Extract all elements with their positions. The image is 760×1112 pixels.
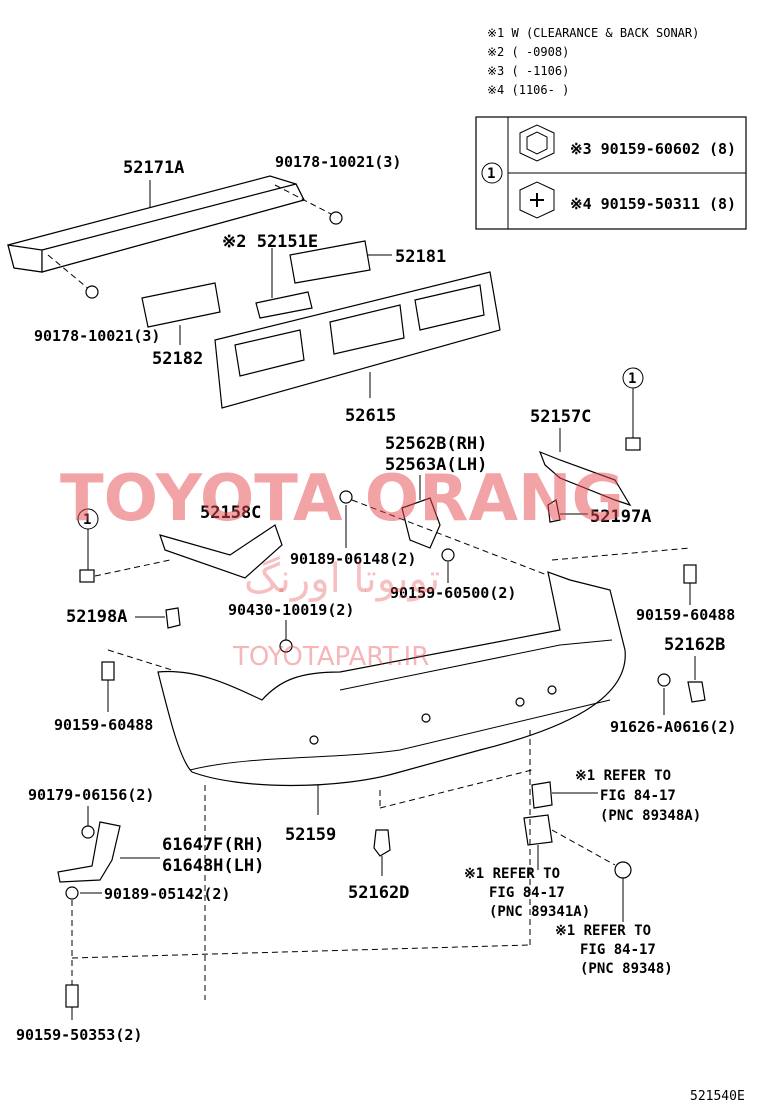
svg-text:(PNC 89341A): (PNC 89341A) xyxy=(489,904,590,920)
svg-text:(PNC 89348A): (PNC 89348A) xyxy=(600,808,701,824)
label-90159-60488-l: 90159-60488 xyxy=(54,716,153,734)
svg-text:※1 REFER TO: ※1 REFER TO xyxy=(464,866,560,882)
label-90159-60500: 90159-60500(2) xyxy=(390,584,516,602)
screw-91626 xyxy=(657,673,671,687)
clip-52197A xyxy=(547,499,561,523)
energy-absorber xyxy=(214,271,501,409)
legend-circle-label: 1 xyxy=(487,166,495,182)
spacer-52151E xyxy=(255,291,313,319)
watermark-site: TOYOTAPART.IR xyxy=(232,642,429,672)
retainer-52158C xyxy=(159,524,283,579)
circle-marker-label: 1 xyxy=(628,371,636,387)
screw-90159-60500 xyxy=(441,548,455,562)
label-52562B: 52562B(RH) xyxy=(385,434,487,454)
screw-circle-a xyxy=(625,437,641,451)
note-3: ※3 ( -1106) xyxy=(487,64,569,78)
circle-marker-label: 1 xyxy=(83,512,91,528)
label-52197A: 52197A xyxy=(590,507,651,527)
nut-90178-top xyxy=(329,211,343,225)
label-52162D: 52162D xyxy=(348,883,409,903)
screw-90189-06148 xyxy=(339,490,353,504)
bracket-61647F xyxy=(57,821,121,883)
nut-90179 xyxy=(81,825,95,839)
label-61648H: 61648H(LH) xyxy=(162,856,264,876)
label-91626: 91626-A0616(2) xyxy=(610,718,736,736)
cap-52162B xyxy=(687,681,706,703)
screw-90189-05142 xyxy=(65,886,79,900)
svg-text:※1 REFER TO: ※1 REFER TO xyxy=(555,923,651,939)
pad-52181 xyxy=(289,240,371,284)
watermark-arabic: تویوتا اورنگ xyxy=(244,556,440,602)
notes: ※1 W (CLEARANCE & BACK SONAR) ※2 ( -0908… xyxy=(487,26,699,97)
sensor-89341A xyxy=(523,814,553,846)
screw-circle-b xyxy=(79,569,95,583)
rear-bumper-cover xyxy=(157,571,626,787)
label-90430: 90430-10019(2) xyxy=(228,601,354,619)
clip-52162D xyxy=(373,829,391,857)
label-52181: 52181 xyxy=(395,247,446,267)
svg-text:(PNC 89348): (PNC 89348) xyxy=(580,961,673,977)
hex-nut-icon xyxy=(519,124,555,162)
legend-box: 1 ※3 90159-60602 (8) ※4 90159-50311 (8) xyxy=(475,116,747,230)
legend-row-1: ※3 90159-60602 (8) xyxy=(570,140,736,158)
label-52563A: 52563A(LH) xyxy=(385,455,487,475)
label-52151E: ※2 52151E xyxy=(222,232,318,252)
label-90189-05142: 90189-05142(2) xyxy=(104,885,230,903)
label-61647F: 61647F(RH) xyxy=(162,835,264,855)
note-4: ※4 (1106- ) xyxy=(487,83,569,97)
sensor-89348 xyxy=(614,861,632,879)
label-90189-06148: 90189-06148(2) xyxy=(290,550,416,568)
label-90159-50353: 90159-50353(2) xyxy=(16,1026,142,1044)
label-52159: 52159 xyxy=(285,825,336,845)
svg-text:FIG 84-17: FIG 84-17 xyxy=(580,942,656,958)
label-52615: 52615 xyxy=(345,406,396,426)
svg-text:※1 REFER TO: ※1 REFER TO xyxy=(575,768,671,784)
refer-note-3: ※1 REFER TO FIG 84-17 (PNC 89348) xyxy=(555,923,673,977)
label-52158C: 52158C xyxy=(200,503,261,523)
watermark-main: TOYOTA ORANG xyxy=(60,462,624,536)
retainer-52157C xyxy=(538,450,632,507)
figure-code: 521540E xyxy=(690,1089,745,1104)
label-52171A: 52171A xyxy=(123,158,184,178)
bracket-52562B xyxy=(401,497,441,549)
note-2: ※2 ( -0908) xyxy=(487,45,569,59)
label-90179: 90179-06156(2) xyxy=(28,786,154,804)
label-52198A: 52198A xyxy=(66,607,127,627)
label-90178-top: 90178-10021(3) xyxy=(275,153,401,171)
refer-note-1: ※1 REFER TO FIG 84-17 (PNC 89348A) xyxy=(575,768,701,824)
label-52157C: 52157C xyxy=(530,407,591,427)
label-52182: 52182 xyxy=(152,349,203,369)
screw-90159-60488-r xyxy=(683,564,697,584)
svg-text:FIG 84-17: FIG 84-17 xyxy=(489,885,565,901)
clip-52198A xyxy=(165,607,181,629)
refer-note-2: ※1 REFER TO FIG 84-17 (PNC 89341A) xyxy=(464,866,590,920)
pad-52182 xyxy=(141,282,221,328)
svg-text:FIG 84-17: FIG 84-17 xyxy=(600,788,676,804)
screw-90159-60488-l xyxy=(101,661,115,681)
label-90178-left: 90178-10021(3) xyxy=(34,327,160,345)
reinforcement-beam xyxy=(7,175,305,273)
legend-circle xyxy=(481,162,503,184)
bolt-head-icon xyxy=(519,181,555,219)
screw-90159-50353 xyxy=(65,984,79,1008)
sensor-89348A xyxy=(531,781,553,809)
legend-row-2: ※4 90159-50311 (8) xyxy=(570,195,736,213)
note-1: ※1 W (CLEARANCE & BACK SONAR) xyxy=(487,26,699,40)
clip-90430 xyxy=(279,639,293,653)
label-90159-60488-r: 90159-60488 xyxy=(636,606,735,624)
nut-90178-left xyxy=(85,285,99,299)
label-52162B: 52162B xyxy=(664,635,725,655)
